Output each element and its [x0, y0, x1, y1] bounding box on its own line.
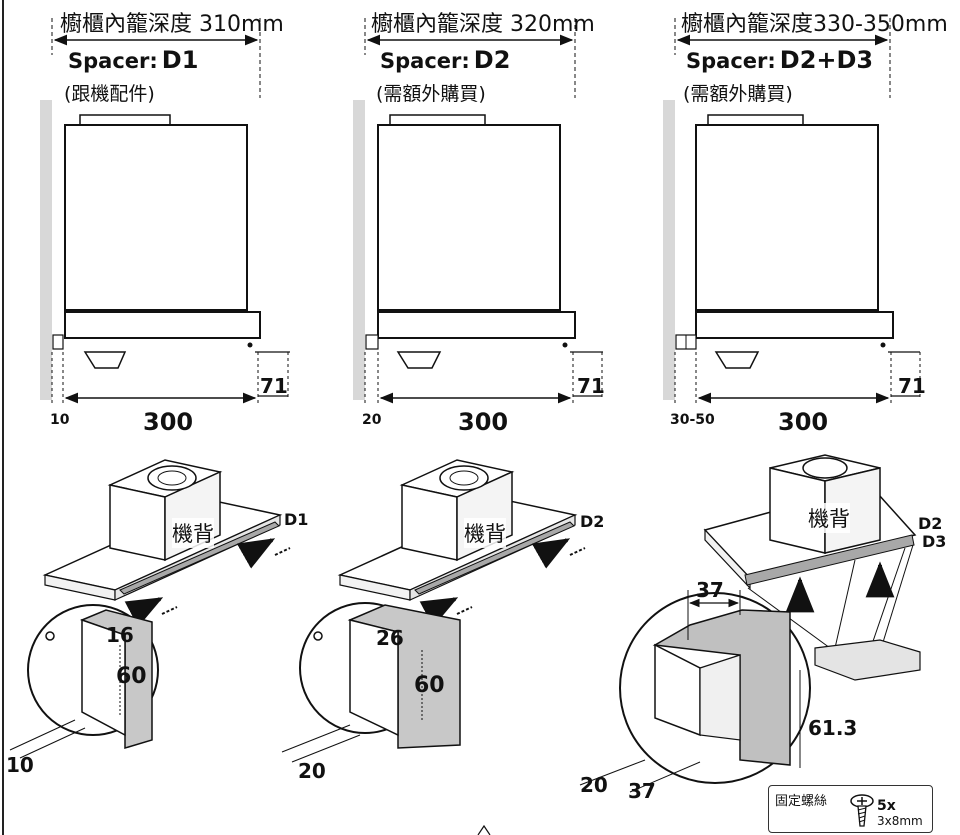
side-view-d2	[353, 18, 603, 405]
iso3-part-label-d3: D3	[922, 532, 947, 551]
iso-view-d2-d3	[579, 454, 921, 793]
col2-overhang-dim: 71	[577, 374, 605, 398]
screw-count: 5x	[877, 798, 896, 814]
side-view-d1	[40, 18, 290, 405]
col1-spacer-prefix: Spacer:	[68, 49, 158, 73]
col2-gap-dim: 20	[362, 412, 382, 428]
iso3-back-label: 機背	[808, 503, 850, 533]
iso1-part-label: D1	[284, 510, 309, 529]
col3-spacer-code: D2+D3	[779, 46, 874, 74]
col2-spacer-note: (需額外購買)	[376, 83, 486, 105]
iso-view-d2	[281, 459, 586, 763]
col1-width-dim: 300	[143, 408, 194, 436]
hood-body	[64, 124, 248, 311]
col2-width-dim: 300	[458, 408, 509, 436]
screw-icon	[850, 794, 874, 827]
iso2-detail-top: 26	[376, 626, 404, 650]
col2-depth-title: 櫥櫃內籠深度 320mm	[371, 12, 595, 37]
side-view-d2-d3	[663, 18, 921, 405]
col1-spacer-note: (跟機配件)	[64, 83, 155, 105]
col2-spacer-prefix: Spacer:	[380, 49, 470, 73]
partial-mark	[477, 824, 491, 835]
col1-depth-title: 櫥櫃內籠深度 310mm	[60, 12, 284, 37]
col3-spacer-prefix: Spacer:	[686, 49, 776, 73]
screw-callout: 固定螺絲 5x 3x8mm	[768, 785, 933, 833]
col2-spacer-label: Spacer:D2	[380, 46, 510, 74]
screw-size: 3x8mm	[877, 814, 923, 828]
iso3-detail-depth-a: 20	[580, 773, 608, 797]
iso1-detail-depth: 10	[6, 753, 34, 777]
iso2-detail-depth: 20	[298, 759, 326, 783]
iso2-detail-height: 60	[414, 673, 445, 698]
col3-overhang-dim: 71	[898, 374, 926, 398]
iso2-back-label: 機背	[464, 518, 506, 548]
iso1-detail-top: 16	[106, 623, 134, 647]
iso3-detail-top: 37	[696, 578, 724, 602]
col3-gap-dim: 30-50	[670, 412, 715, 428]
frame-border	[2, 0, 4, 835]
iso1-back-label: 機背	[172, 518, 214, 548]
cabinet-wall	[40, 100, 52, 400]
col3-depth-title: 櫥櫃內籠深度330-350mm	[681, 12, 948, 37]
col1-gap-dim: 10	[50, 412, 70, 428]
iso3-detail-depth-b: 37	[628, 779, 656, 803]
col3-width-dim: 300	[778, 408, 829, 436]
screw-label: 固定螺絲	[775, 794, 828, 809]
iso3-detail-height: 61.3	[808, 716, 858, 740]
spacer-d1	[52, 334, 64, 350]
iso1-detail-height: 60	[116, 664, 147, 689]
col1-spacer-label: Spacer:D1	[68, 46, 198, 74]
col2-spacer-code: D2	[473, 46, 511, 74]
col1-spacer-code: D1	[161, 46, 199, 74]
iso2-part-label: D2	[580, 512, 605, 531]
iso-view-d1	[9, 459, 291, 759]
col3-spacer-note: (需額外購買)	[683, 83, 793, 105]
col1-overhang-dim: 71	[260, 374, 288, 398]
col3-spacer-label: Spacer:D2+D3	[686, 46, 873, 74]
iso3-part-label-d2: D2	[918, 514, 943, 533]
